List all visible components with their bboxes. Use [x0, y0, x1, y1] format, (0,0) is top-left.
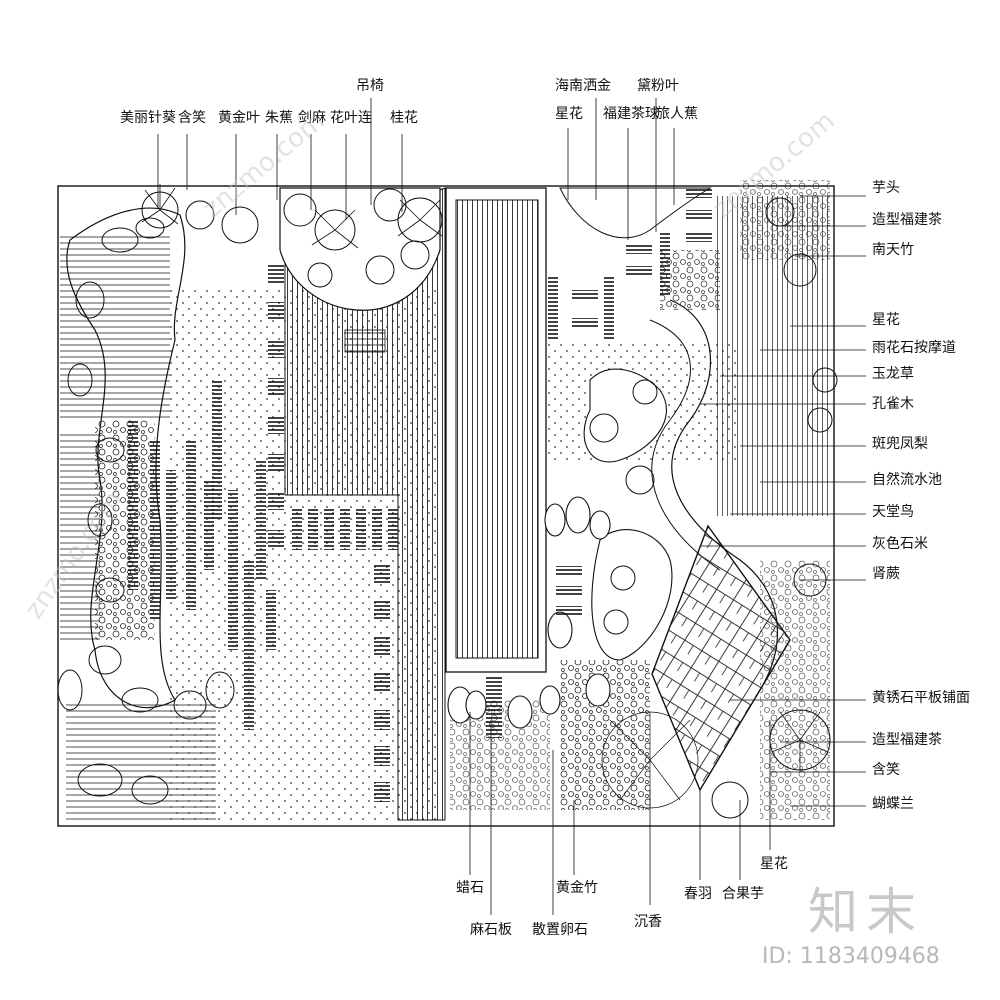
label-heguoyu: 合果芋: [722, 886, 764, 902]
watermark-logo: 知末: [808, 883, 924, 941]
label-meili-zhenkui: 美丽针葵: [120, 110, 176, 126]
label-right-5: 玉龙草: [872, 366, 914, 382]
label-right-3: 星花: [872, 312, 900, 328]
label-diaoyi: 吊椅: [356, 78, 384, 94]
watermark-id: ID: 1183409468: [762, 944, 940, 969]
label-xinghua-top: 星花: [555, 106, 583, 122]
label-fujiancha-qiu: 福建茶球: [603, 106, 659, 122]
label-huangjinzhu: 黄金竹: [556, 880, 598, 896]
label-right-0: 芋头: [872, 180, 900, 196]
label-right-7: 斑兜凤梨: [872, 436, 928, 452]
label-right-13: 造型福建茶: [872, 732, 942, 748]
label-right-4: 雨花石按摩道: [872, 340, 956, 356]
label-right-14: 含笑: [872, 762, 900, 778]
label-right-12: 黄锈石平板铺面: [872, 690, 970, 706]
label-huayelian: 花叶连: [330, 110, 372, 126]
label-right-9: 天堂鸟: [872, 504, 914, 520]
label-guihua: 桂花: [390, 110, 418, 126]
label-jianma: 剑麻: [298, 110, 326, 126]
label-xinghua-bottom: 星花: [760, 856, 788, 872]
label-right-1: 造型福建茶: [872, 212, 942, 228]
label-hanxiao-top: 含笑: [178, 110, 206, 126]
label-right-11: 肾蕨: [872, 566, 900, 582]
label-lashi: 蜡石: [456, 880, 484, 896]
label-huangjinye: 黄金叶: [218, 110, 260, 126]
label-hainan-sajin: 海南洒金: [555, 78, 611, 94]
label-mashiban: 麻石板: [470, 922, 512, 938]
label-zhujiao: 朱蕉: [265, 110, 293, 126]
label-right-2: 南天竹: [872, 242, 914, 258]
label-chunyu: 春羽: [684, 886, 712, 902]
label-right-8: 自然流水池: [872, 472, 942, 488]
label-sanzhi-luanshi: 散置卵石: [532, 922, 588, 938]
label-daifenye: 黛粉叶: [637, 78, 679, 94]
label-right-10: 灰色石米: [872, 536, 928, 552]
label-lvrenjiao: 旅人蕉: [656, 106, 698, 122]
label-chenxiang: 沉香: [634, 914, 662, 930]
label-right-15: 蝴蝶兰: [872, 796, 914, 812]
label-right-6: 孔雀木: [872, 396, 914, 412]
